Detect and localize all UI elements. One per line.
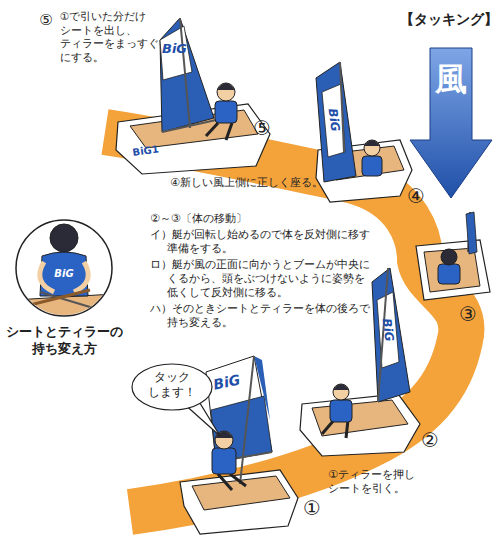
inset-arms xyxy=(40,262,88,292)
sail xyxy=(206,356,272,462)
sail xyxy=(316,62,356,182)
sail xyxy=(372,268,410,402)
wind-arrow: 風 xyxy=(410,48,492,198)
boat-2 xyxy=(300,268,420,456)
sail-logo: BiG xyxy=(380,318,395,343)
boom xyxy=(162,120,216,132)
head xyxy=(364,140,380,156)
life-vest xyxy=(438,264,460,284)
inset-vest xyxy=(40,252,88,296)
inset-circle-outline xyxy=(16,220,112,316)
hair xyxy=(217,83,235,90)
sail-panel xyxy=(160,26,192,80)
sail-logo: BiG xyxy=(326,108,341,133)
wind-label: 風 xyxy=(410,62,492,97)
wind-arrow-shape xyxy=(410,48,492,198)
legs xyxy=(322,420,348,438)
course-band xyxy=(105,132,461,512)
deck xyxy=(424,248,480,292)
hair xyxy=(333,384,349,390)
callout-number: ③ xyxy=(459,304,477,324)
callout-number: ④ xyxy=(407,186,425,206)
life-vest xyxy=(212,448,236,474)
sail-panel xyxy=(377,292,399,368)
step-note: ④新しい風上側に正しく座る。 xyxy=(170,176,323,189)
boat-4 xyxy=(316,62,412,202)
section-heading: ②～③〔体の移動〕 xyxy=(150,212,247,225)
life-vest xyxy=(330,400,352,422)
head xyxy=(333,384,349,400)
inset-tiller xyxy=(26,290,90,306)
vest-logo: BiG xyxy=(54,269,73,279)
hull xyxy=(416,240,490,300)
sail-edge xyxy=(254,356,270,420)
inset-caption: シートとティラーの 持ち変え方 xyxy=(0,324,128,358)
hull xyxy=(300,394,420,456)
hair xyxy=(364,140,380,146)
hull xyxy=(180,470,298,534)
head xyxy=(217,83,235,101)
step-note: ①ティラーを押し シートを引く。 xyxy=(328,468,428,497)
mast xyxy=(340,62,344,152)
callout-number: ⑤ xyxy=(253,118,271,138)
mast xyxy=(240,356,254,484)
speech-text: タック します！ xyxy=(132,370,212,400)
step-number: ⑤ xyxy=(39,13,52,28)
speech-bubble: タック します！ xyxy=(132,364,212,410)
step-note: イ）艇が回転し始めるので体を反対側に移す 準備をする。 xyxy=(150,228,378,256)
head xyxy=(441,249,457,265)
mast xyxy=(180,18,190,128)
inset-background xyxy=(10,215,120,325)
inset-circle xyxy=(16,220,112,316)
callout-number: ① xyxy=(303,498,321,518)
boat-3 xyxy=(416,212,490,300)
inset-head xyxy=(50,224,78,252)
step-note: ①で引いた分だけ シートを出し、 ティラーをまっすぐ にする。 xyxy=(60,10,164,65)
callout-number: ② xyxy=(421,430,439,450)
diagram-title: 【タッキング】 xyxy=(400,10,498,28)
legs xyxy=(206,123,232,140)
inset-circle: シートとティラーの 持ち変え方 xyxy=(16,220,112,316)
sail xyxy=(160,18,214,132)
step-note: ハ）そのときシートとティラーを体の後ろで 持ち変える。 xyxy=(150,302,378,330)
inset-drawing xyxy=(10,215,120,325)
step-note: ロ）艇が風の正面に向かうとブームが中央に くるから、頭をぶつけないように姿勢を … xyxy=(150,258,378,300)
speech-bubble-shape xyxy=(132,364,212,410)
sail xyxy=(466,212,477,254)
legs xyxy=(218,474,246,490)
life-vest xyxy=(215,101,237,123)
life-vest xyxy=(362,156,382,176)
sail-logo: BiG xyxy=(162,42,187,55)
